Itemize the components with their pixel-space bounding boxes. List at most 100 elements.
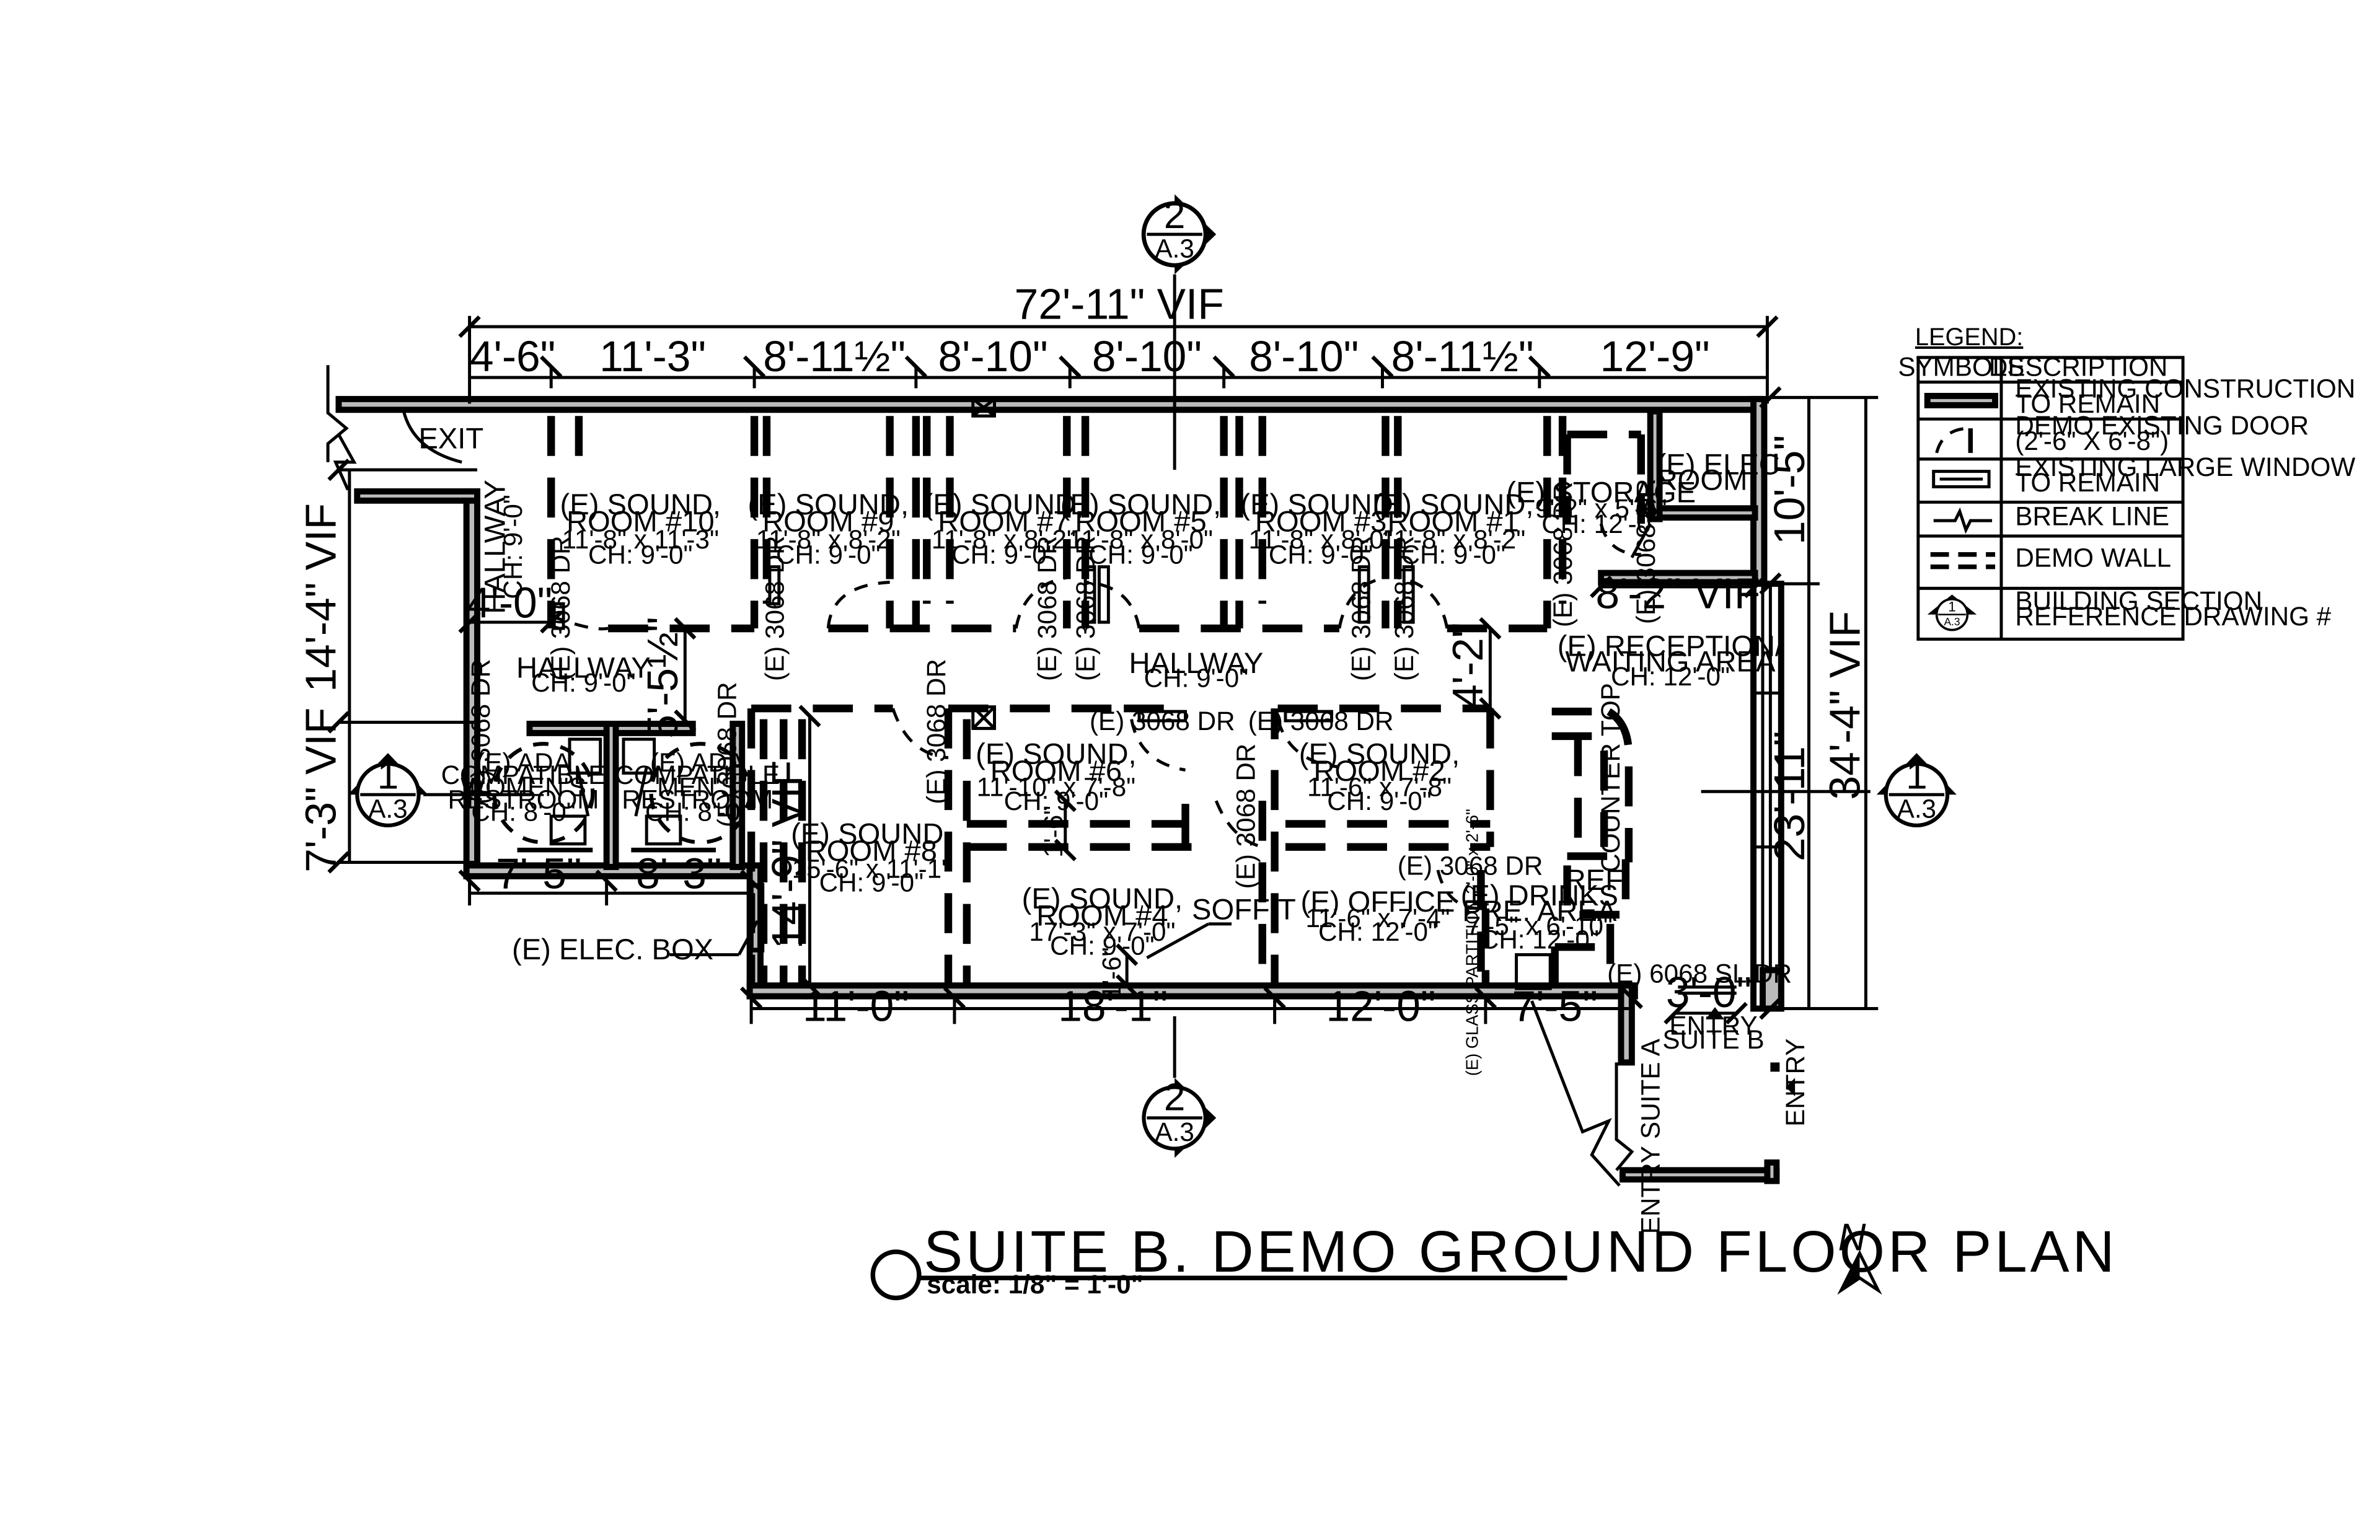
dim-bottom-1: 18'-1" xyxy=(1058,982,1168,1030)
room-3-name2: ROOM #3 xyxy=(1255,506,1386,539)
elec-name2: ROOM xyxy=(1657,464,1748,496)
mens-l3: MEN'S xyxy=(657,773,738,802)
reception-name: (E) RECEPTION/ xyxy=(1558,630,1784,663)
entry-suite-b-2: SUITE B xyxy=(1662,1025,1764,1054)
room-1-size: 11'-8" x 8'-2" xyxy=(1381,525,1525,554)
dim-hall-4-0: 4'-0" xyxy=(467,579,552,627)
drawing-scale: scale: 1/8" = 1'-0" xyxy=(927,1270,1143,1299)
womens-l1: (E) ADA xyxy=(476,748,571,777)
dim-right-overall: 34'-4" VIF xyxy=(1820,611,1869,800)
legend-row-5-l2: REFERENCE DRAWING # xyxy=(2015,602,2331,631)
room-10: (E) SOUND, ROOM #10 11'-8" x 11'-3" CH: … xyxy=(560,488,721,569)
legend-marker-sheet: A.3 xyxy=(1944,615,1960,628)
drinks-name: (E) DRINKS xyxy=(1461,879,1618,912)
dim-top-6: 8'-11½" xyxy=(1391,332,1534,381)
room-7: (E) SOUND, ROOM #7 11'-8" x 8'-2" CH: 9'… xyxy=(923,488,1085,569)
mens-l1: (E) ADA xyxy=(650,748,745,777)
section-marker-bottom[interactable]: 2 A.3 xyxy=(1142,1076,1217,1158)
section-marker-right-sheet: A.3 xyxy=(1897,794,1936,823)
door-label-r8: (E) 3068 DR xyxy=(922,659,951,804)
section-marker-top[interactable]: 2 A.3 xyxy=(1141,194,1217,275)
elec-name: (E) ELEC xyxy=(1657,449,1780,482)
room-6-name2: ROOM #6 xyxy=(990,755,1122,788)
womens-ch: CH: 8'-0" xyxy=(471,797,576,826)
exit-label: EXIT xyxy=(418,422,483,455)
room-9-size: 11'-8" x 8'-2" xyxy=(756,525,901,554)
room-4-size: 17'-3" x 7'-0" xyxy=(1029,917,1175,946)
room-9: (E) SOUND, ROOM #9 11'-8" x 8'-2" CH: 9'… xyxy=(748,488,909,569)
legend-title: LEGEND: xyxy=(1915,323,2023,351)
dim-overall-width: 72'-11" VIF xyxy=(1015,280,1224,328)
dim-top-1: 11'-3" xyxy=(599,332,706,381)
legend-row-2-l2: TO REMAIN xyxy=(2015,468,2160,497)
dim-bottom-2: 12'-0" xyxy=(1326,982,1435,1030)
legend-symbol-section: 1 A.3 xyxy=(1927,594,1977,631)
room-5: (E) SOUND, ROOM #5 11'-8" x 8'-0" CH: 9'… xyxy=(1060,488,1222,569)
room-2-name: (E) SOUND, xyxy=(1299,738,1460,771)
door-label-elec: (E) 3068 DR xyxy=(1631,478,1660,624)
room-5-name2: ROOM #5 xyxy=(1075,506,1206,539)
legend-symbol-window xyxy=(1932,470,1991,488)
section-marker-left-num: 1 xyxy=(377,754,399,797)
room-3-size: 11'-8" x 8'-0" xyxy=(1249,525,1393,554)
section-marker-left[interactable]: 1 A.3 xyxy=(348,753,428,828)
section-cut-lines xyxy=(423,274,1871,1078)
dim-left-upper: 14'-4" VIF xyxy=(296,503,345,692)
restroom-walls xyxy=(492,721,752,870)
womens-l4: RESTROOM xyxy=(448,785,599,814)
room-5-ch: CH: 9'-0" xyxy=(1088,540,1193,570)
hallway-left: HALLWAY CH: 9'-0" xyxy=(516,651,651,697)
hallway-vert-name: HALLWAY xyxy=(479,480,512,614)
room-6-size: 11'-10" x 7'-8" xyxy=(977,773,1136,802)
womens-l2: COMPATIBLE xyxy=(441,760,606,790)
dim-entry-3-0: 3'-0" xyxy=(1666,968,1752,1016)
entry-label: ENTRY xyxy=(1781,1039,1810,1127)
dim-top-0: 4'-6" xyxy=(470,332,555,381)
door-label-entry: (E) 6068 SL.DR xyxy=(1607,959,1792,988)
room-drinks: (E) DRINKS PRE. AREA 7'-5" x 6'-10" CH: … xyxy=(1461,879,1618,954)
room-3: (E) SOUND, ROOM #3 11'-8" x 8'-0" CH: 9'… xyxy=(1240,488,1401,569)
door-label-r3: (E) 3068 DR xyxy=(1347,535,1376,681)
drinks-name2: PRE. AREA xyxy=(1462,895,1617,928)
legend-row-2-l1: EXISTING LARGE WINDOW xyxy=(2015,452,2355,482)
room-8-name2: ROOM #8 xyxy=(806,835,937,868)
hallway-main-name: HALLWAY xyxy=(1129,647,1264,680)
dim-restroom-0: 7'-5" xyxy=(496,850,581,898)
dim-hall-4-2: 4'-2" xyxy=(1443,622,1492,708)
dim-bottom-0: 11'-0" xyxy=(803,982,909,1030)
dim-room8-height: 14'-9" VIF xyxy=(763,760,811,949)
elec-box-label: (E) ELEC. BOX xyxy=(512,933,713,966)
door-label-womens: (E) 3068 DR xyxy=(466,659,495,804)
room-4: (E) SOUND, ROOM #4 17'-3" x 7'-0" CH: 9'… xyxy=(1022,882,1183,961)
section-marker-bottom-sheet: A.3 xyxy=(1155,1117,1194,1146)
dim-top-3: 8'-10" xyxy=(938,332,1048,381)
door-label-r1: (E) 3068 DR xyxy=(1390,535,1419,681)
room-reception: (E) RECEPTION/ WAITING AREA CH: 12'-0" xyxy=(1558,630,1784,691)
room-4-ch: CH: 9'-0" xyxy=(1050,931,1155,961)
north-arrow-icon xyxy=(1841,1253,1860,1291)
north-arrow: N xyxy=(1837,1216,1882,1295)
legend-symbol-existing xyxy=(1924,392,1999,408)
room-2-size: 11'-6" x 7'-8" xyxy=(1307,773,1452,802)
dimension-labels: 72'-11" VIF 4'-6" 11'-3" 8'-11½" 8'-10" … xyxy=(296,280,1869,1031)
legend-symbol-demo-door xyxy=(1935,426,1973,454)
dim-top-4: 8'-10" xyxy=(1092,332,1202,381)
room-4-name: (E) SOUND, xyxy=(1022,882,1183,915)
room-2-ch: CH: 9'-0" xyxy=(1327,786,1432,816)
hallway-left-name: HALLWAY xyxy=(516,651,651,684)
mens-l2: COMPATIBLE xyxy=(615,760,780,790)
mens-restroom: (E) ADA COMPATIBLE MEN'S RESTROOM CH: 8'… xyxy=(615,748,780,826)
legend-symbol-break-line xyxy=(1933,507,1993,534)
storage-ch: CH: 12'-0" xyxy=(1541,509,1660,539)
legend-row-3-l1: BREAK LINE xyxy=(2015,502,2169,531)
room-6-name: (E) SOUND, xyxy=(976,738,1137,771)
hallway-vertical: HALLWAY CH: 9'-0" xyxy=(479,480,527,614)
door-label-storage: (E) 3068 DR xyxy=(1548,482,1577,627)
room-6: (E) SOUND, ROOM #6 11'-10" x 7'-8" CH: 9… xyxy=(976,738,1137,816)
room-8-ch: CH: 9'-0" xyxy=(819,868,924,897)
legend-col-symbols: SYMBOLS xyxy=(1898,353,2024,382)
legend: LEGEND: SYMBOLS DESCRIPTION EXISTING CON… xyxy=(1898,323,2355,641)
room-10-name: (E) SOUND, xyxy=(560,488,721,521)
section-marker-right[interactable]: 1 A.3 xyxy=(1876,753,1957,828)
room-9-ch: CH: 9'-0" xyxy=(776,540,881,570)
